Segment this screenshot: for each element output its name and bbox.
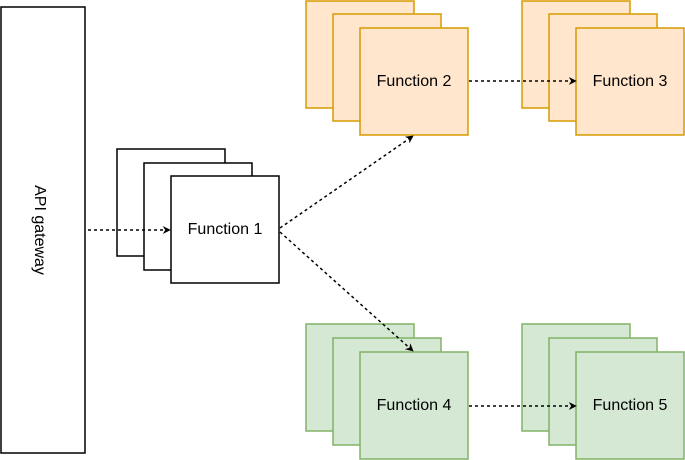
function-4-box bbox=[359, 351, 469, 460]
function-5-node: Function 5 bbox=[521, 323, 685, 460]
function-1-box bbox=[170, 175, 280, 284]
arrow-function-1-to-function-2 bbox=[279, 135, 414, 229]
function-4-node: Function 4 bbox=[305, 323, 469, 460]
function-2-box bbox=[359, 27, 469, 136]
function-3-box bbox=[575, 27, 685, 136]
function-3-label: Function 3 bbox=[593, 73, 668, 90]
function-2-node: Function 2 bbox=[305, 0, 469, 136]
api-gateway-label: API gateway bbox=[31, 185, 48, 275]
function-2-label: Function 2 bbox=[377, 73, 452, 90]
function-1-node: Function 1 bbox=[116, 148, 280, 284]
function-4-label: Function 4 bbox=[377, 397, 452, 414]
connectors bbox=[88, 77, 577, 410]
function-1-label: Function 1 bbox=[188, 221, 263, 238]
function-3-node: Function 3 bbox=[521, 0, 685, 136]
function-5-label: Function 5 bbox=[593, 397, 668, 414]
api-gateway-box bbox=[0, 6, 86, 454]
api-gateway-node: API gateway bbox=[0, 6, 86, 454]
